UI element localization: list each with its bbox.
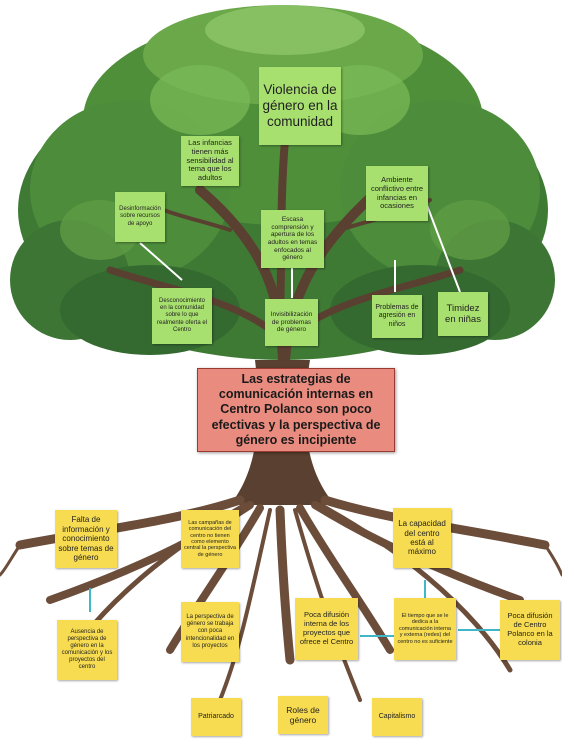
cause-note-ausencia: Ausencia de perspectiva de género en la …	[57, 620, 117, 680]
effect-note-infancias: Las infancias tienen más sensibilidad al…	[181, 136, 239, 186]
effect-note-ambiente: Ambiente conflictivo entre infancias en …	[366, 166, 428, 221]
cause-note-difusion-proyectos: Poca difusión interna de los proyectos q…	[295, 598, 358, 660]
effect-note-escasa: Escasa comprensión y apertura de los adu…	[261, 210, 324, 268]
effect-note-violencia: Violencia de género en la comunidad	[259, 67, 341, 145]
cause-note-capacidad: La capacidad del centro está al máximo	[393, 508, 451, 568]
central-problem-box: Las estrategias de comunicación internas…	[197, 368, 395, 452]
cause-note-perspectiva: La perspectiva de género se trabaja con …	[181, 602, 239, 662]
effect-note-timidez: Timidez en niñas	[438, 292, 488, 336]
effect-note-desconocimiento: Desconocimiento en la comunidad sobre lo…	[152, 288, 212, 344]
effect-note-invisibilizacion: Invisibilización de problemas de género	[265, 299, 318, 346]
effect-note-desinformacion: Desinformación sobre recursos de apoyo	[115, 192, 165, 242]
cause-note-falta: Falta de información y conocimiento sobr…	[55, 510, 117, 568]
root-connector-lines	[89, 580, 500, 637]
cause-note-capitalismo: Capitalismo	[372, 698, 422, 736]
cause-note-tiempo: El tiempo que se le dedica a la comunica…	[394, 598, 456, 660]
cause-note-campanas: Las campañas de comunicación del centro …	[181, 510, 239, 568]
connector-lines	[139, 199, 461, 298]
cause-note-difusion-colonia: Poca difusión de Centro Polanco en la co…	[500, 600, 560, 660]
cause-note-patriarcado: Patriarcado	[191, 698, 241, 736]
effect-note-agresion: Problemas de agresión en niños	[372, 295, 422, 338]
cause-note-roles: Roles de género	[278, 696, 328, 734]
